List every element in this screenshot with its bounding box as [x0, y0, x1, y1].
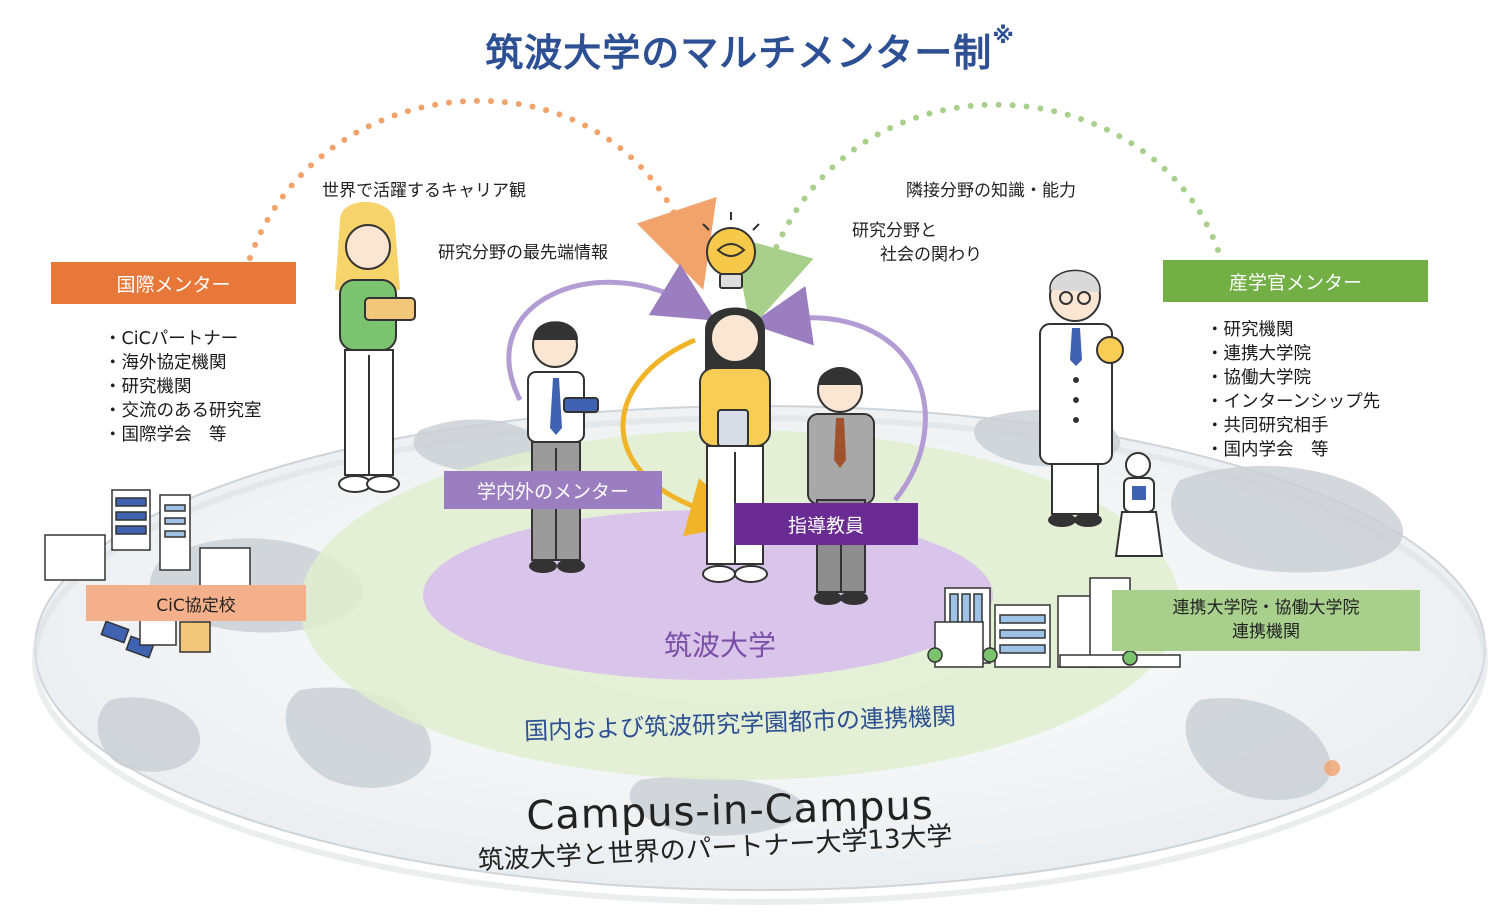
list-item: 交流のある研究室	[104, 399, 262, 423]
list-item: 海外協定機関	[104, 351, 262, 375]
mentor-flow-arc	[620, 337, 749, 537]
list-item: インターンシップ先	[1206, 390, 1381, 414]
research-society-label-1: 研究分野と	[852, 221, 937, 241]
career-view-label: 世界で活躍するキャリア観	[322, 181, 526, 201]
list-item: 連携大学院	[1206, 342, 1380, 366]
campus-mentor-badge: 学内外のメンター	[444, 471, 662, 509]
research-frontier-label: 研究分野の最先端情報	[438, 243, 608, 263]
title-text: 筑波大学のマルチメンター制	[485, 31, 993, 75]
cic-city-illustration	[44, 489, 251, 659]
list-item: 研究機関	[104, 375, 262, 399]
robot-figure	[1114, 452, 1164, 557]
scientist-figure	[1039, 269, 1124, 527]
industry-arc	[732, 101, 1221, 329]
university-label: 筑波大学	[663, 629, 776, 662]
research-society-label-2: 社会の関わり	[880, 245, 982, 265]
partner-city-illustration	[927, 577, 1181, 668]
industry-mentor-badge: 産学官メンター	[1163, 260, 1428, 302]
list-item: 国内学会 等	[1206, 438, 1380, 462]
international-arc	[247, 98, 717, 290]
industry-mentor-list: 研究機関 連携大学院 協働大学院 インターンシップ先 共同研究相手 国内学会 等	[1206, 318, 1381, 462]
list-item: 国際学会 等	[104, 423, 262, 447]
adjacent-field-label: 隣接分野の知識・能力	[906, 181, 1076, 201]
partner-institution-badge: 連携大学院・協働大学院 連携機関	[1112, 590, 1420, 651]
lightbulb-icon	[702, 212, 760, 289]
international-mentor-badge: 国際メンター	[51, 262, 296, 304]
advisor-label: 指導教員	[787, 514, 864, 537]
list-item: CiCパートナー	[104, 327, 262, 351]
international-mentor-figure	[335, 201, 416, 493]
international-mentor-label: 国際メンター	[116, 273, 231, 296]
international-mentor-list: CiCパートナー 海外協定機関 研究機関 交流のある研究室 国際学会 等	[104, 327, 262, 447]
list-item: 研究機関	[1206, 318, 1380, 342]
page-title: 筑波大学のマルチメンター制※	[0, 22, 1500, 77]
advisor-arc	[750, 286, 928, 502]
list-item: 協働大学院	[1206, 366, 1380, 390]
industry-mentor-label: 産学官メンター	[1228, 271, 1362, 294]
list-item: 共同研究相手	[1206, 414, 1380, 438]
cic-school-label: CiC協定校	[156, 595, 236, 616]
campus-mentor-label: 学内外のメンター	[476, 480, 629, 503]
partner-institution-line-2: 連携機関	[1232, 622, 1300, 642]
advisor-figure	[807, 367, 875, 605]
title-note-mark: ※	[992, 24, 1015, 49]
cic-school-badge: CiC協定校	[86, 585, 306, 621]
campus-mentor-arc	[506, 263, 716, 402]
partner-institution-line-1: 連携大学院・協働大学院	[1172, 598, 1360, 618]
advisor-badge: 指導教員	[734, 503, 918, 545]
map-hotspot	[1324, 760, 1340, 776]
